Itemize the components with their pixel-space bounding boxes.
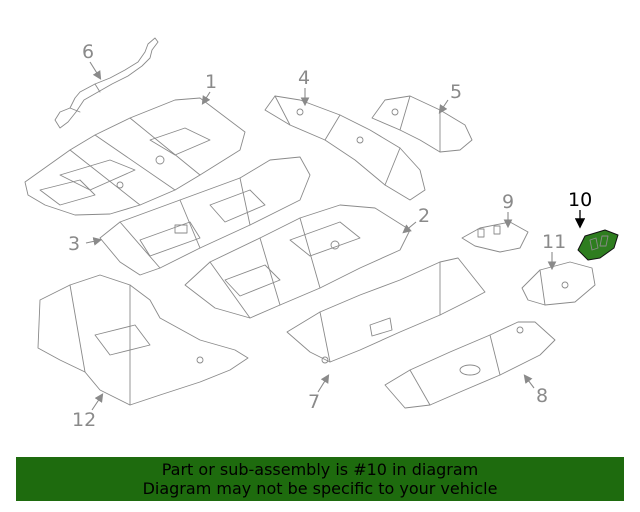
leader-2 [402, 221, 417, 234]
leader-8 [523, 374, 535, 389]
part-8-side-undercover[interactable] [384, 321, 556, 409]
notice-line-1: Part or sub-assembly is #10 in diagram [161, 460, 479, 479]
callout-8: 8 [536, 385, 548, 407]
leader-3 [85, 237, 103, 246]
callout-7: 7 [308, 391, 320, 413]
notice-line-2: Diagram may not be specific to your vehi… [142, 479, 498, 498]
leader-6 [89, 61, 102, 80]
callout-9: 9 [502, 191, 514, 213]
part-1-front-floor[interactable] [24, 97, 246, 216]
callout-11: 11 [542, 231, 566, 253]
part-12-front-undercover[interactable] [37, 274, 249, 406]
leader-1 [201, 91, 211, 105]
leader-7 [317, 374, 330, 393]
part-2-rear-floor[interactable] [184, 204, 411, 319]
callout-2: 2 [418, 205, 430, 227]
leader-5 [438, 99, 449, 114]
callout-3: 3 [68, 233, 80, 255]
part-3-center-floor[interactable] [99, 156, 311, 276]
callout-6: 6 [82, 41, 94, 63]
part-11-cover[interactable] [521, 261, 596, 306]
part-9-bracket[interactable] [461, 221, 529, 253]
callout-4: 4 [298, 67, 310, 89]
part-5-bracket[interactable] [371, 95, 473, 153]
part-7-undercover[interactable] [286, 257, 486, 364]
callout-5: 5 [450, 81, 462, 103]
callout-12: 12 [72, 409, 96, 431]
callout-1: 1 [205, 71, 217, 93]
part-4-side-member[interactable] [264, 95, 426, 201]
notice-banner: Part or sub-assembly is #10 in diagram D… [16, 457, 624, 501]
part-6-reinforcement[interactable] [54, 37, 159, 129]
leader-12 [91, 393, 104, 411]
part-10-bracket-highlighted[interactable] [577, 229, 619, 261]
parts-diagram: 6 1 4 5 3 2 9 10 11 7 8 12 [24, 37, 619, 431]
callout-10: 10 [568, 189, 592, 211]
